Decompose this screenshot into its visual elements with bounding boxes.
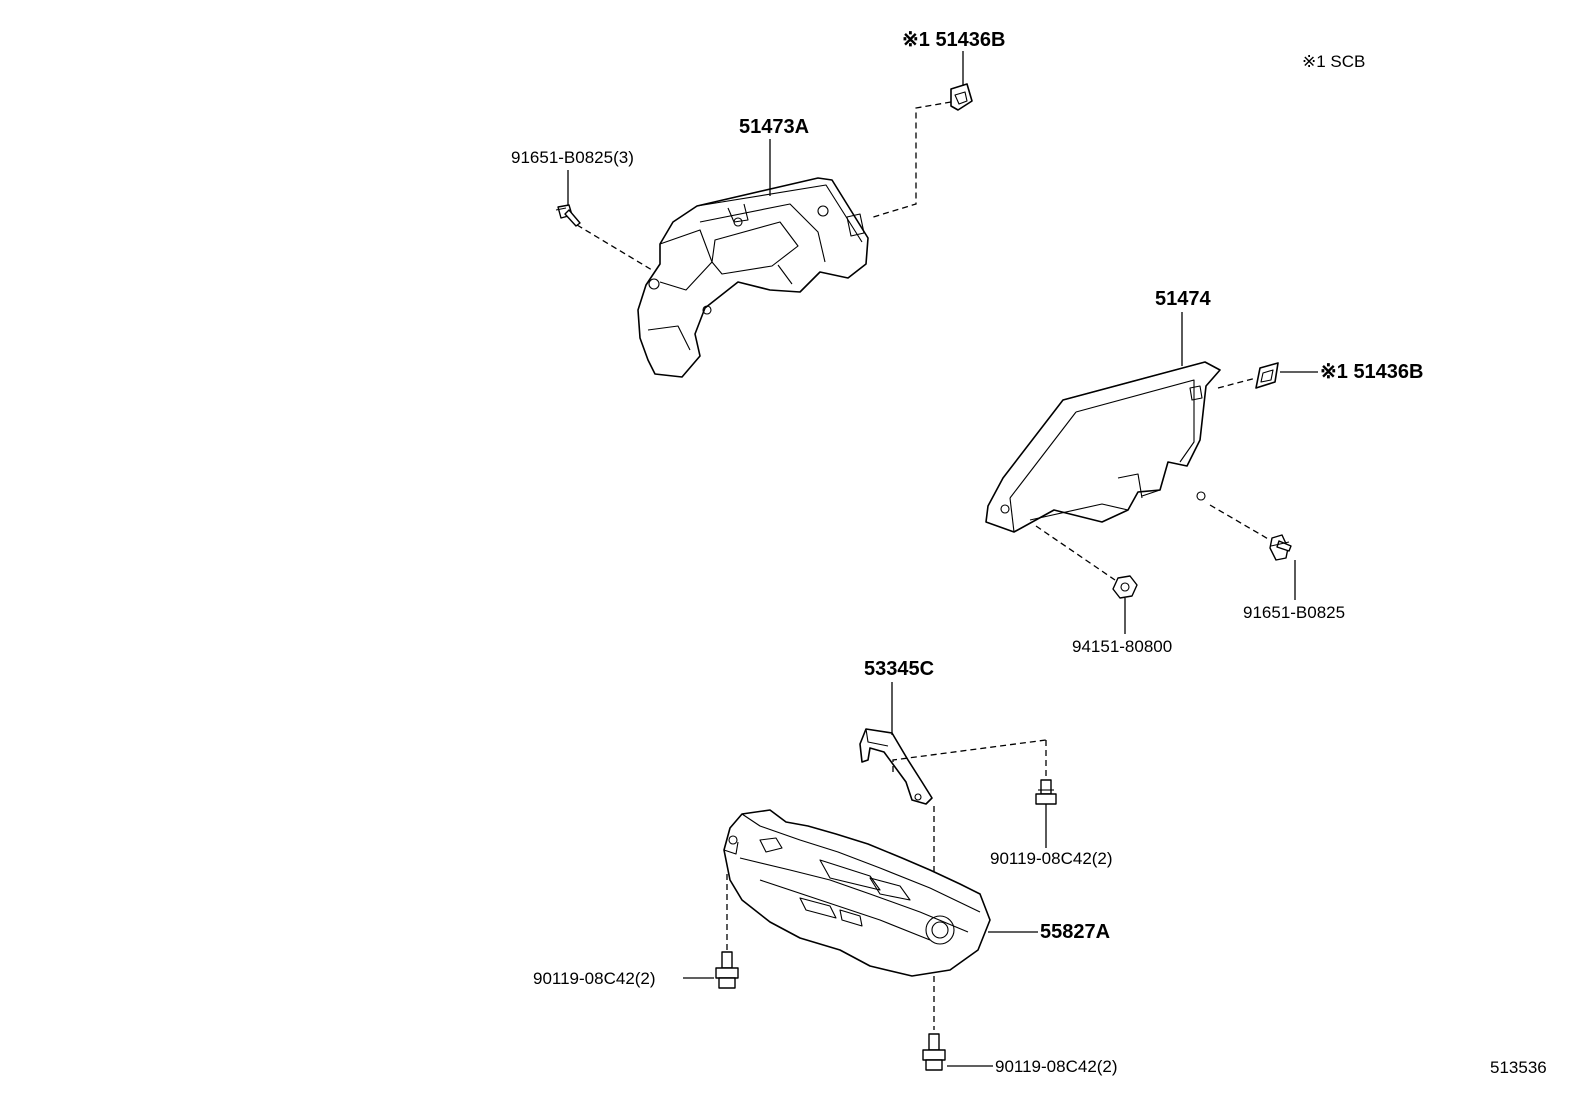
- label-90119-08c42-right: 90119-08C42(2): [990, 849, 1113, 868]
- stud-90119-08c42-bottom[interactable]: [922, 1033, 946, 1071]
- scb-note: ※1 SCB: [1302, 52, 1365, 71]
- bracket-53345c[interactable]: [859, 728, 933, 805]
- label-53345c: 53345C: [864, 658, 934, 680]
- shield-51473a[interactable]: [637, 177, 869, 378]
- clip-51436b-right[interactable]: [1255, 362, 1279, 389]
- nut-94151-80800[interactable]: [1112, 575, 1138, 599]
- label-51473a: 51473A: [739, 116, 809, 138]
- label-51436b-top: ※1 51436B: [902, 29, 1006, 51]
- bolt-91651-b0825[interactable]: [1269, 534, 1292, 561]
- label-55827a: 55827A: [1040, 921, 1110, 943]
- label-51474: 51474: [1155, 288, 1211, 310]
- label-90119-08c42-left: 90119-08C42(2): [533, 969, 656, 988]
- label-51436b-right: ※1 51436B: [1320, 361, 1424, 383]
- shield-51474[interactable]: [985, 361, 1221, 533]
- clip-51436b-top[interactable]: [950, 83, 973, 111]
- label-90119-08c42-bottom: 90119-08C42(2): [995, 1057, 1118, 1076]
- stud-90119-08c42-right[interactable]: [1035, 779, 1057, 805]
- label-91651-b0825: 91651-B0825: [1243, 603, 1345, 622]
- bolt-91651-b0825-3[interactable]: [555, 204, 581, 227]
- label-91651-b0825-3: 91651-B0825(3): [511, 148, 634, 167]
- diagram-number: 513536: [1490, 1058, 1547, 1077]
- label-94151-80800: 94151-80800: [1072, 637, 1172, 656]
- tray-55827a[interactable]: [723, 809, 991, 977]
- stud-90119-08c42-left[interactable]: [715, 951, 739, 989]
